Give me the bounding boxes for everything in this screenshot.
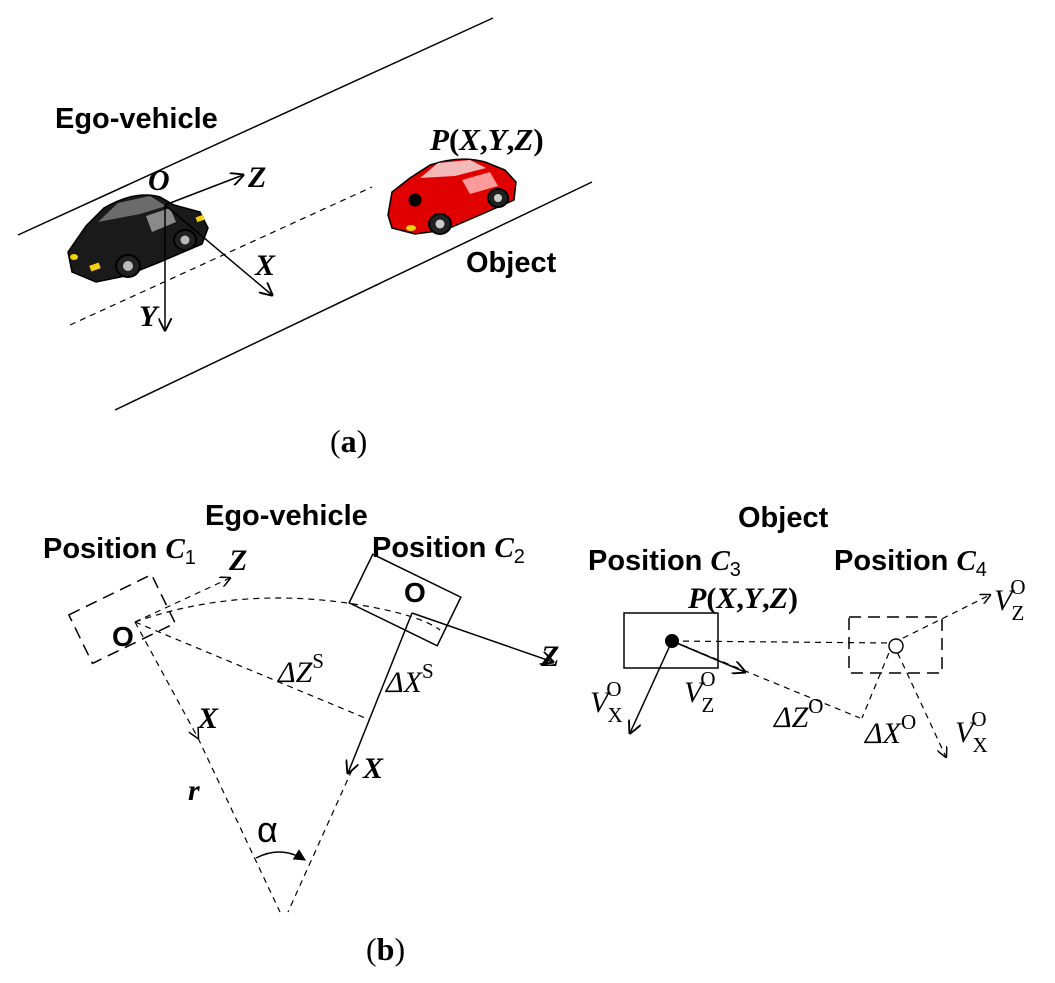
origin-label: O bbox=[148, 164, 170, 197]
road-lane-divider bbox=[69, 186, 373, 326]
position-c4-label: Position C4 bbox=[834, 545, 987, 581]
point-p-label-b: P(X,Y,Z) bbox=[687, 582, 798, 615]
position-c3-label: Position C3 bbox=[588, 545, 741, 581]
c2-x-extension bbox=[287, 769, 353, 913]
caption-a: (a) bbox=[330, 423, 367, 459]
position-c1-box bbox=[67, 573, 177, 665]
ego-vehicle-label-b: Ego-vehicle bbox=[205, 500, 368, 532]
delta-xo-line bbox=[861, 642, 894, 719]
object-point-marker bbox=[408, 193, 422, 207]
angle-label: α bbox=[257, 809, 278, 850]
c1-z-axis bbox=[134, 578, 230, 623]
ego-trajectory-arc bbox=[134, 597, 441, 631]
object-point-c3 bbox=[665, 634, 679, 648]
c4-vx-vector bbox=[892, 642, 946, 757]
ego-car-icon bbox=[67, 194, 209, 283]
ego-z-axis bbox=[164, 175, 243, 206]
caption-b: (b) bbox=[366, 931, 405, 967]
origin-c1-label: O bbox=[112, 621, 134, 652]
road-edge-top bbox=[17, 17, 494, 236]
axis-y-label: Y bbox=[139, 300, 160, 333]
c1-z-label: Z bbox=[228, 544, 247, 577]
delta-zo-label: ΔZO bbox=[773, 694, 823, 734]
c2-x-label: X bbox=[362, 752, 384, 785]
delta-xo-label: ΔXO bbox=[864, 710, 916, 750]
ego-vehicle-label: Ego-vehicle bbox=[55, 103, 218, 135]
point-p-label: P(X,Y,Z) bbox=[429, 122, 544, 157]
c2-x-axis bbox=[348, 612, 413, 773]
object-label-b: Object bbox=[738, 502, 829, 534]
position-c3-box bbox=[623, 612, 719, 669]
panel-b: Ego-vehicle Position C1 Position C2 O O … bbox=[43, 500, 1026, 967]
delta-xs-label: ΔXS bbox=[385, 659, 434, 699]
c4-vz-vector bbox=[892, 595, 990, 644]
object-label: Object bbox=[466, 247, 557, 279]
position-c1-label: Position C1 bbox=[43, 533, 196, 569]
c2-z-axis bbox=[411, 612, 553, 662]
road-edge-bottom bbox=[114, 181, 593, 411]
delta-zs-line bbox=[134, 621, 371, 721]
object-car-icon bbox=[387, 158, 517, 235]
origin-c2-label: O bbox=[404, 577, 426, 608]
c1-x-axis bbox=[134, 621, 198, 738]
position-c4-box bbox=[848, 616, 943, 674]
c3-vz-vector bbox=[671, 640, 745, 672]
c2-z-label: Z bbox=[540, 640, 559, 673]
ego-x-axis bbox=[164, 204, 272, 295]
c1-x-label: X bbox=[197, 702, 219, 735]
axis-z-label: Z bbox=[247, 161, 266, 194]
position-c2-box bbox=[348, 553, 462, 647]
panel-a: Ego-vehicle Object O Z X Y P(X,Y,Z) (a) bbox=[17, 17, 593, 459]
radius-label: r bbox=[188, 774, 200, 807]
axis-x-label: X bbox=[254, 249, 276, 282]
delta-zs-label: ΔZS bbox=[277, 649, 324, 689]
c3-c4-link bbox=[671, 640, 894, 644]
position-c2-label: Position C2 bbox=[372, 532, 525, 568]
c3-vx-vector bbox=[630, 640, 673, 733]
angle-arc bbox=[255, 849, 307, 861]
object-point-c4 bbox=[888, 638, 904, 654]
